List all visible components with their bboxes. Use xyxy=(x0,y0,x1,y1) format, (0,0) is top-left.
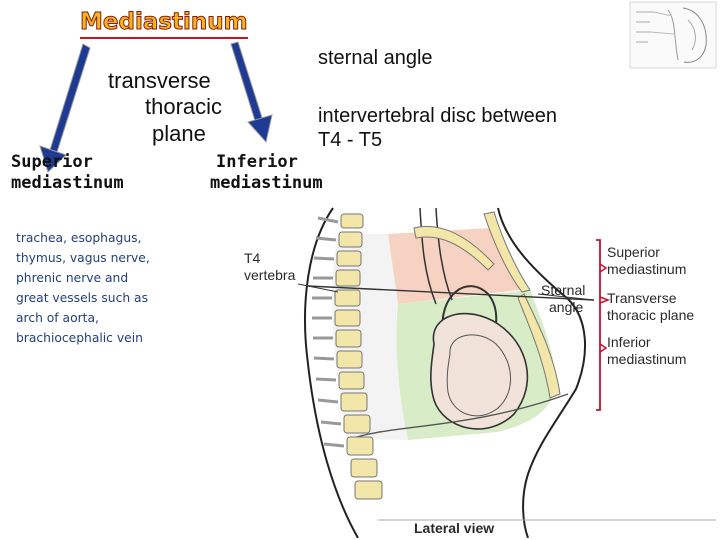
fig-label-line: mediastinum xyxy=(607,351,687,367)
contents-line: arch of aorta, xyxy=(16,311,99,325)
contents-line: phrenic nerve and xyxy=(16,271,129,285)
sternal-angle-text: sternal angle xyxy=(318,47,433,69)
t4-label-line: T4 xyxy=(244,250,261,266)
superior-label-line-2: mediastinum xyxy=(11,173,124,193)
sternal-angle-label-line: angle xyxy=(549,299,584,315)
fig-label-line: mediastinum xyxy=(607,261,687,277)
fig-label-line: Transverse xyxy=(607,290,677,306)
plane-label-line-1: transverse xyxy=(108,68,211,93)
sternum-body xyxy=(517,293,561,399)
inferior-tick xyxy=(599,343,608,353)
contents-line: trachea, esophagus, xyxy=(16,231,142,245)
contents-text: trachea, esophagus, thymus, vagus nerve,… xyxy=(16,228,186,348)
transverse-tick xyxy=(599,296,611,304)
front-outline xyxy=(497,207,586,538)
mediastinum-bracket xyxy=(596,239,601,411)
manubrium xyxy=(483,211,531,293)
heart-inner xyxy=(446,334,511,417)
plane-label-line-2: thoracic xyxy=(145,94,223,119)
back-outline xyxy=(304,207,359,538)
clavicle xyxy=(413,225,495,271)
inferior-mediastinum-figure-label: Inferior mediastinum xyxy=(607,334,686,368)
trachea xyxy=(419,207,437,305)
figure-caption: Lateral view xyxy=(414,520,495,536)
fig-label-line: Inferior xyxy=(607,334,651,350)
diaphragm xyxy=(347,393,569,441)
superior-mediastinum-figure-label: Superior mediastinum xyxy=(607,244,686,278)
contents-line: great vessels such as xyxy=(16,291,148,305)
t4-label: T4 vertebra xyxy=(244,250,295,284)
sternal-angle-figure-label: Sternal angle xyxy=(541,282,585,316)
t4-pointer xyxy=(297,283,339,293)
sternal-angle-pointer xyxy=(537,293,595,301)
inferior-label-line-1: Inferior xyxy=(216,152,298,172)
transverse-plane-figure-label: Transverse thoracic plane xyxy=(607,290,694,324)
disc-text-line-2: T4 - T5 xyxy=(318,129,383,151)
left-arrow xyxy=(39,43,91,173)
superior-label-line-1: Superior xyxy=(11,152,93,172)
fig-label-line: Superior xyxy=(607,244,660,260)
fig-label-line: thoracic plane xyxy=(607,307,695,323)
right-arrow xyxy=(230,41,273,144)
esophagus xyxy=(435,207,453,301)
contents-line: thymus, vagus nerve, xyxy=(16,251,150,265)
sternal-angle-label-line: Sternal xyxy=(541,282,586,298)
slide-title: Mediastinum xyxy=(80,8,248,39)
transverse-plane-line xyxy=(307,285,595,301)
superior-tick xyxy=(599,263,608,273)
disc-text-line-1: intervertebral disc between xyxy=(318,105,558,127)
thumbnail-sketch xyxy=(629,1,717,69)
inferior-label-line-2: mediastinum xyxy=(210,173,323,193)
contents-line: brachiocephalic vein xyxy=(16,331,143,345)
t4-label-line: vertebra xyxy=(244,267,296,283)
plane-label-line-3: plane xyxy=(152,121,206,146)
lateral-view-figure xyxy=(297,207,716,538)
vertebral-column xyxy=(312,213,383,500)
